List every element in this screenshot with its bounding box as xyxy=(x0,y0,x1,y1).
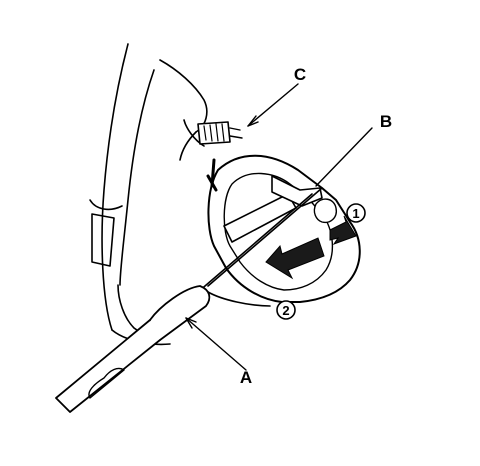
callout-b: B xyxy=(380,112,392,131)
step-1-marker: 1 xyxy=(346,203,366,223)
leader-lines xyxy=(185,83,373,371)
switch-assembly xyxy=(206,154,361,303)
connector-icon xyxy=(183,119,243,147)
step-2-marker: 2 xyxy=(276,300,296,320)
callout-c: C xyxy=(294,65,306,84)
pry-arrow-icon xyxy=(329,215,357,245)
step-1-label: 1 xyxy=(352,206,359,221)
push-arrow-icon xyxy=(265,237,325,280)
step-2-label: 2 xyxy=(282,303,289,318)
screwdriver-icon xyxy=(55,187,323,413)
callout-a: A xyxy=(240,368,252,387)
dashboard-panel xyxy=(89,43,271,346)
